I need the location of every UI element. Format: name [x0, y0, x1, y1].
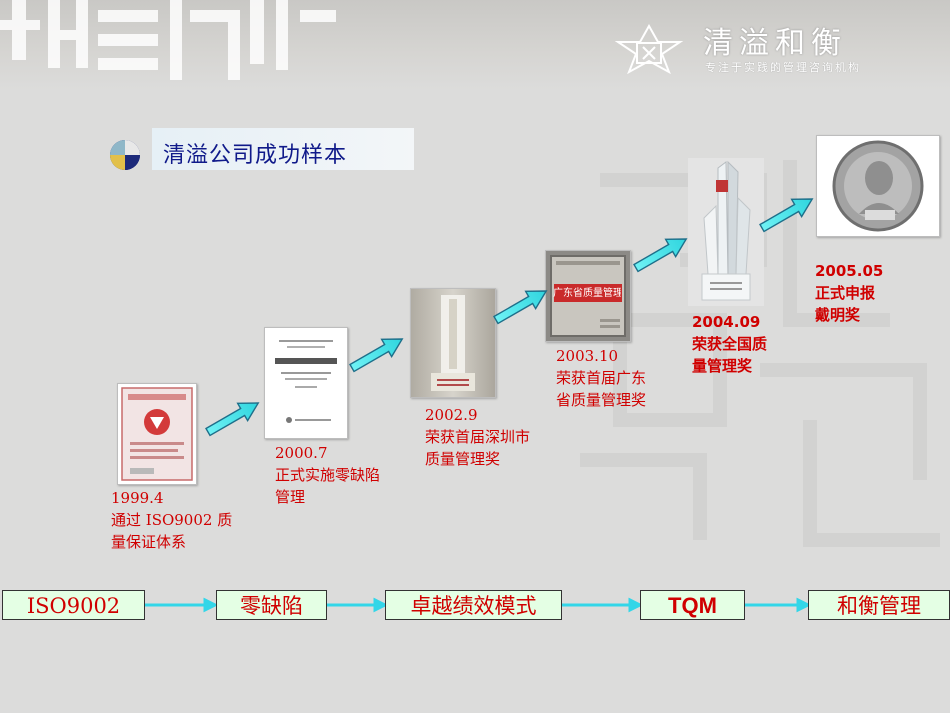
- stage-zero-defect: 零缺陷: [216, 590, 327, 620]
- milestone-caption-2000: 2000.7 正式实施零缺陷 管理: [275, 442, 380, 508]
- milestone-line: 省质量管理奖: [556, 391, 647, 409]
- shenzhen-award-trophy-photo: [410, 288, 496, 398]
- header-deco-pattern: [0, 0, 336, 80]
- milestone-date: 2002.9: [425, 406, 478, 424]
- page-title: 清溢公司成功样本: [163, 143, 348, 168]
- stage-connectors: [145, 597, 812, 613]
- milestone-line: 正式申报: [815, 284, 876, 302]
- zero-defect-document-photo: [264, 327, 348, 439]
- stage-heheng-management: 和衡管理: [808, 590, 950, 620]
- iso-certificate-photo: [117, 383, 197, 485]
- cyan-arrow-icon: [205, 402, 260, 437]
- milestone-date: 1999.4: [111, 489, 164, 507]
- milestone-line: 质量管理奖: [425, 450, 501, 468]
- milestone-caption-2002: 2002.9 荣获首届深圳市 质量管理奖: [425, 404, 530, 470]
- quad-circle-icon: [110, 140, 140, 170]
- brand-name: 清溢和衡: [703, 26, 847, 61]
- milestone-line: 荣获首届广东: [556, 369, 647, 387]
- stage-performance-excellence: 卓越绩效模式: [385, 590, 562, 620]
- milestone-caption-2005: 2005.05 正式申报 戴明奖: [815, 260, 883, 326]
- milestone-date: 2005.05: [815, 262, 884, 280]
- milestone-line: 通过 ISO9002 质: [111, 511, 233, 529]
- milestone-line: 管理: [275, 488, 306, 506]
- cyan-arrow-icon: [633, 238, 688, 273]
- star-seal-emblem-icon: [614, 24, 684, 74]
- guangdong-award-plaque-photo: [545, 250, 631, 342]
- milestone-line: 荣获全国质: [692, 335, 768, 353]
- milestone-caption-1999: 1999.4 通过 ISO9002 质 量保证体系: [111, 487, 232, 553]
- milestone-caption-2003: 2003.10 荣获首届广东 省质量管理奖: [556, 345, 646, 411]
- milestone-date: 2000.7: [275, 444, 328, 462]
- milestone-caption-2004: 2004.09 荣获全国质 量管理奖: [692, 311, 767, 377]
- milestone-line: 戴明奖: [815, 306, 861, 324]
- milestone-date: 2004.09: [692, 313, 761, 331]
- brand-slogan: 专注于实践的管理咨询机构: [705, 61, 861, 74]
- stage-tqm: TQM: [640, 590, 745, 620]
- milestone-line: 正式实施零缺陷: [275, 466, 381, 484]
- milestone-date: 2003.10: [556, 347, 619, 365]
- stage-iso9002: ISO9002: [2, 590, 145, 620]
- deming-medal-photo: [816, 135, 940, 237]
- cyan-arrow-icon: [493, 290, 548, 325]
- header-band: 清溢和衡 专注于实践的管理咨询机构: [0, 0, 950, 90]
- cyan-arrow-icon: [759, 198, 814, 233]
- milestone-line: 量保证体系: [111, 533, 187, 551]
- page-title-box: [152, 128, 414, 170]
- national-award-trophy-photo: [688, 158, 764, 306]
- milestone-line: 量管理奖: [692, 357, 753, 375]
- milestone-line: 荣获首届深圳市: [425, 428, 531, 446]
- cyan-arrow-icon: [349, 338, 404, 373]
